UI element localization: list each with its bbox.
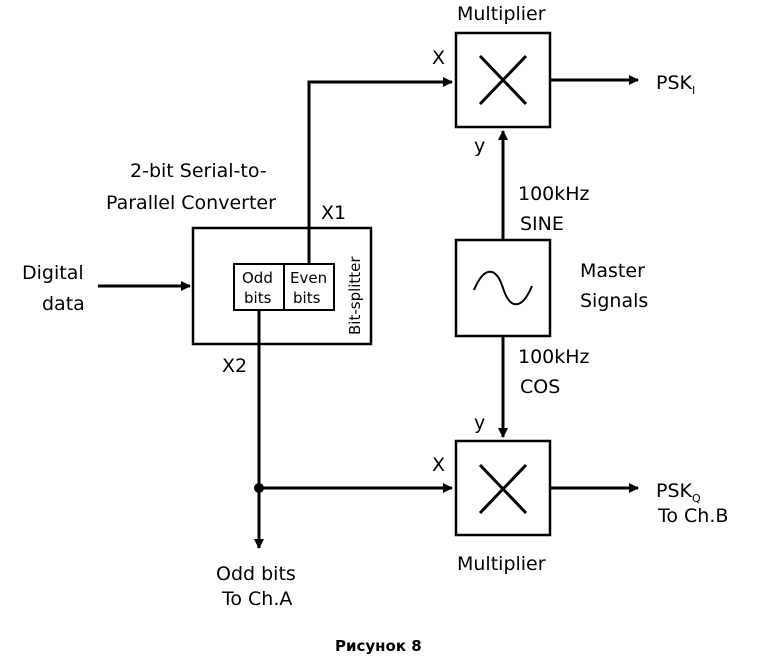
digital-data-line1: Digital [22, 262, 84, 284]
to-ch-b-label: To Ch.B [657, 505, 728, 527]
x1-label: X1 [321, 202, 346, 224]
junction-dot [254, 483, 264, 493]
odd-bits-out-line1: Odd bits [216, 563, 296, 585]
figure-caption: Рисунок 8 [335, 637, 422, 655]
x-bottom-label: X [432, 454, 445, 476]
odd-bits-out-line2: To Ch.A [221, 588, 292, 610]
digital-data-line2: data [42, 293, 85, 315]
odd-bits-line1: Odd [242, 269, 273, 287]
master-signals-line1: Master [580, 260, 645, 282]
multiplier-top-label: Multiplier [457, 3, 546, 25]
y-top-label: y [474, 135, 485, 157]
converter-title-line2: Parallel Converter [106, 192, 276, 214]
psk-i-label: PSKI [656, 72, 695, 97]
multiplier-bottom-x-icon [478, 463, 528, 515]
multiplier-bottom-label: Multiplier [457, 553, 546, 575]
multiplier-top-x-icon [478, 54, 528, 106]
even-bits-line1: Even [290, 269, 327, 287]
y-bottom-label: y [474, 412, 485, 434]
sine-wave-icon [473, 270, 533, 306]
converter-title-line1: 2-bit Serial-to- [130, 160, 267, 182]
cos-label: COS [520, 376, 560, 398]
cos-freq-label: 100kHz [518, 346, 590, 368]
x2-label: X2 [222, 355, 247, 377]
sine-freq-label: 100kHz [518, 183, 590, 205]
bit-splitter-label: Bit-splitter [346, 256, 364, 335]
psk-q-label: PSKQ [656, 480, 701, 505]
odd-bits-cell [233, 263, 285, 311]
even-bits-line2: bits [293, 289, 321, 307]
odd-bits-line2: bits [244, 289, 272, 307]
x1-wire [307, 77, 453, 264]
sine-label: SINE [520, 213, 564, 235]
master-signals-line2: Signals [580, 290, 648, 312]
x-top-label: X [432, 47, 445, 69]
